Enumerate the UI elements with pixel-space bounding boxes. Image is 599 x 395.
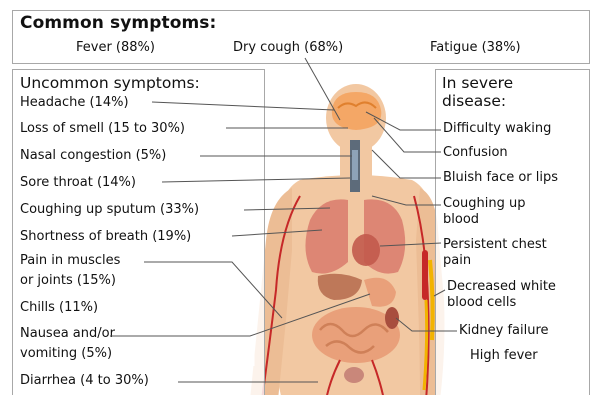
brain [332, 92, 381, 130]
severe-title-line1: In severe [442, 74, 513, 92]
uncommon-item-nausea-line1: Nausea and/or [20, 325, 115, 342]
heart [352, 234, 380, 266]
uncommon-item-shortness-of-breath: Shortness of breath (19%) [20, 228, 191, 245]
severe-item-difficulty-waking: Difficulty waking [443, 121, 551, 137]
severe-item-high-fever: High fever [470, 348, 538, 364]
uncommon-item-sore-throat: Sore throat (14%) [20, 174, 136, 191]
uncommon-item-pain-muscles-line2: or joints (15%) [20, 272, 116, 289]
common-symptoms-title: Common symptoms: [20, 13, 216, 33]
uncommon-item-pain-muscles-line1: Pain in muscles [20, 252, 120, 269]
severe-item-kidney-failure: Kidney failure [459, 323, 549, 339]
common-item-fatigue: Fatigue (38%) [430, 40, 521, 55]
uncommon-item-nasal-congestion: Nasal congestion (5%) [20, 147, 166, 164]
severe-item-white-cells-line2: blood cells [447, 295, 516, 311]
uncommon-symptoms-title: Uncommon symptoms: [20, 74, 200, 92]
uncommon-item-chills: Chills (11%) [20, 299, 98, 316]
kidney [385, 307, 399, 329]
severe-item-chest-pain-line1: Persistent chest [443, 237, 547, 253]
severe-item-coughing-blood-line2: blood [443, 212, 479, 228]
uncommon-item-nausea-line2: vomiting (5%) [20, 345, 112, 362]
arm-vessel-red [422, 250, 428, 300]
uncommon-item-loss-of-smell: Loss of smell (15 to 30%) [20, 120, 185, 137]
uncommon-item-coughing-sputum: Coughing up sputum (33%) [20, 201, 199, 218]
severe-item-chest-pain-line2: pain [443, 253, 471, 269]
severe-disease-box [435, 69, 590, 395]
trachea-highlight [352, 150, 358, 180]
uncommon-item-headache: Headache (14%) [20, 94, 129, 111]
bladder [344, 367, 364, 383]
severe-item-white-cells-line1: Decreased white [447, 279, 556, 295]
uncommon-item-diarrhea: Diarrhea (4 to 30%) [20, 372, 149, 389]
common-item-dry-cough: Dry cough (68%) [233, 40, 343, 55]
severe-title-line2: disease: [442, 92, 506, 110]
severe-item-bluish-face: Bluish face or lips [443, 170, 558, 186]
severe-item-confusion: Confusion [443, 145, 508, 161]
common-item-fever: Fever (88%) [76, 40, 155, 55]
severe-item-coughing-blood-line1: Coughing up [443, 196, 526, 212]
